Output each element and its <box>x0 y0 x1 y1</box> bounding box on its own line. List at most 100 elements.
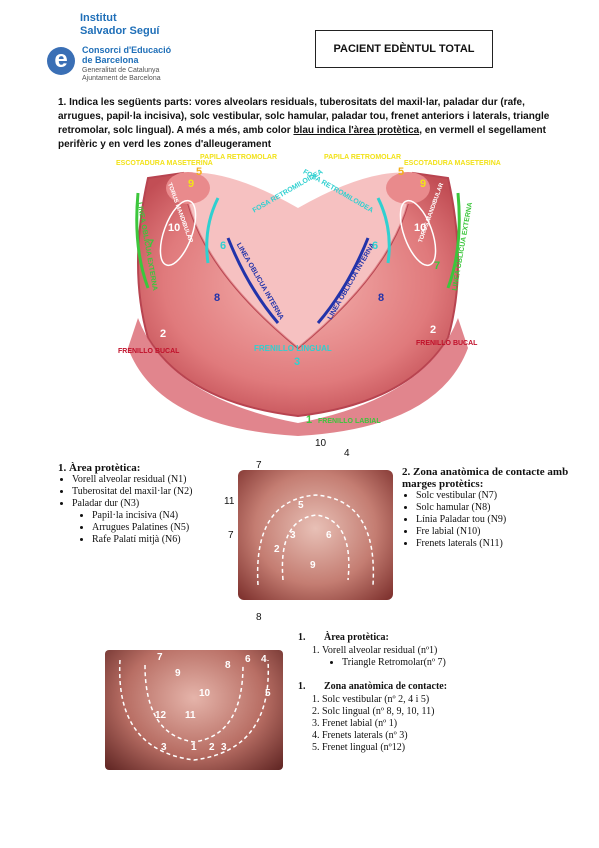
upper-right-list: 2. Zona anatòmica de contacte amb marges… <box>402 466 592 550</box>
retromylohyoid-line-left <box>205 197 220 264</box>
label-frenillo-bucal-right: FRENILLO BUCAL <box>416 340 478 347</box>
upper-item: Paladar dur (N3) <box>72 498 238 510</box>
lower-item2: Frenet labial (nº 1) <box>322 718 588 730</box>
lower-sub1: Triangle Retromolar(nº 7) <box>342 657 588 669</box>
inner-dash <box>281 514 350 581</box>
page-title: PACIENT EDÈNTUL TOTAL <box>315 30 493 68</box>
photo1-num-6: 6 <box>326 530 332 541</box>
photo2-num-3b: 3 <box>221 742 227 753</box>
label-frenillo-lingual: FRENILLO LINGUAL <box>254 344 332 353</box>
upper-subitem: Arrugues Palatines (N5) <box>92 522 238 534</box>
maxilla-outline <box>256 494 375 586</box>
num-5-right: 5 <box>398 166 405 178</box>
lower-list: 1.Àrea protètica: Vorell alveolar residu… <box>298 632 588 754</box>
mandible-photo: 7 9 8 6 4 10 5 12 11 3 1 2 3 <box>105 650 283 770</box>
upper-left-list: 1. Àrea protètica: Vorell alveolar resid… <box>58 462 238 546</box>
label-frenillo-bucal-left: FRENILLO BUCAL <box>118 348 180 355</box>
lingual-area <box>183 172 413 348</box>
num-3: 3 <box>294 356 301 368</box>
instructions-part1: 1. Indica les següents parts: vores alve… <box>58 97 550 136</box>
photo1-num-4: 4 <box>344 448 350 459</box>
photo2-num-8: 8 <box>225 660 231 671</box>
photo2-num-3a: 3 <box>161 742 167 753</box>
num-9-right: 9 <box>420 178 427 190</box>
denture-base <box>128 318 468 436</box>
institute-name: Institut Salvador Seguí <box>80 12 159 38</box>
upper-item2: Fre labial (N10) <box>416 526 592 538</box>
external-oblique-line-left <box>135 192 150 289</box>
consorci-logo: e <box>47 47 75 75</box>
photo2-num-1: 1 <box>191 742 197 753</box>
num-1: 1 <box>306 414 313 426</box>
upper-title2: 2. Zona anatòmica de contacte amb marges… <box>402 466 569 490</box>
upper-item2: Solc vestibular (N7) <box>416 490 592 502</box>
photo1-num-5: 5 <box>298 500 304 511</box>
retromolar-pad-left <box>166 172 210 204</box>
consorci-name: Consorci d'Educació de Barcelona <box>82 45 171 65</box>
upper-item: Tuberositat del maxil·lar (N2) <box>72 486 238 498</box>
photo1-num-11: 11 <box>224 496 235 507</box>
retromolar-pad-right <box>386 172 430 204</box>
photo2-num-4: 4 <box>261 654 267 665</box>
instructions: 1. Indica les següents parts: vores alve… <box>58 96 558 152</box>
label-papila-left: PAPILA RETROMOLAR <box>200 154 277 161</box>
torus-right <box>399 199 437 267</box>
lower-item2: Solc lingual (nº 8, 9, 10, 11) <box>322 706 588 718</box>
upper-item2: Frenets laterals (N11) <box>416 538 592 550</box>
maxilla-photo: 5 3 6 9 2 <box>238 470 393 600</box>
photo2-num-10: 10 <box>199 688 211 699</box>
lower-item2: Solc vestibular (nº 2, 4 i 5) <box>322 694 588 706</box>
institute-line1: Institut <box>80 12 117 24</box>
photo1-num-9: 9 <box>310 560 316 571</box>
upper-item: Vorell alveolar residual (N1) <box>72 474 238 486</box>
lower-title2-row: 1.Zona anatòmica de contacte: <box>298 681 448 692</box>
retromylohyoid-line-right <box>376 197 391 264</box>
num-2-right: 2 <box>430 324 437 336</box>
upper-item2: Línia Paladar tou (N9) <box>416 514 592 526</box>
num-8-left: 8 <box>214 292 221 304</box>
num-6-right: 6 <box>372 240 379 252</box>
upper-subitem: Rafe Palatí mitjà (N6) <box>92 534 238 546</box>
lower-title1-row: 1.Àrea protètica: <box>298 632 389 643</box>
photo1-num-2: 2 <box>274 544 280 555</box>
upper-subitem: Papil·la incisiva (N4) <box>92 510 238 522</box>
inner-dash-lower <box>144 664 244 743</box>
photo2-num-2: 2 <box>209 742 215 753</box>
consorci-line3: Generalitat de Catalunya <box>82 67 160 74</box>
lower-item2: Frenets laterals (nº 3) <box>322 730 588 742</box>
mandible-outline <box>118 659 270 761</box>
num-6-left: 6 <box>220 240 227 252</box>
num-8-right: 8 <box>378 292 385 304</box>
instructions-part2: , en vermell el segellament perifèric y … <box>58 125 546 150</box>
label-escotadura-right: ESCOTADURA MASETERINA <box>404 160 501 167</box>
lower-item2: Frenet lingual (nº12) <box>322 742 588 754</box>
label-escotadura-left: ESCOTADURA MASETERINA <box>116 160 213 167</box>
instructions-underline: blau indica l'àrea protètica <box>293 125 420 136</box>
external-oblique-line-right <box>446 192 461 289</box>
photo2-num-12: 12 <box>155 710 167 721</box>
photo2-num-11: 11 <box>185 710 196 721</box>
upper-item2: Solc hamular (N8) <box>416 502 592 514</box>
num-7-left: 7 <box>148 238 155 250</box>
mandible-diagram: ESCOTADURA MASETERINA ESCOTADURA MASETER… <box>108 148 501 438</box>
photo2-num-9: 9 <box>175 668 181 679</box>
photo1-num-7b: 7 <box>228 530 234 541</box>
label-frenillo-labial: FRENILLO LABIAL <box>318 418 381 425</box>
num-7-right: 7 <box>434 260 441 272</box>
photo2-num-5: 5 <box>265 688 271 699</box>
photo2-num-7: 7 <box>157 652 163 663</box>
outer-dash-lower <box>118 659 270 761</box>
num-2-left: 2 <box>160 328 167 340</box>
mandible-illustration <box>128 171 468 436</box>
num-5-left: 5 <box>196 166 203 178</box>
photo1-num-7a: 7 <box>256 460 262 471</box>
consorci-line4: Ajuntament de Barcelona <box>82 75 161 82</box>
photo1-num-8: 8 <box>256 612 262 623</box>
photo1-num-3: 3 <box>290 530 296 541</box>
photo2-num-6: 6 <box>245 654 251 665</box>
outer-dash <box>256 494 375 586</box>
num-9-left: 9 <box>188 178 195 190</box>
label-papila-right: PAPILA RETROMOLAR <box>324 154 401 161</box>
internal-oblique-line-left <box>226 237 280 324</box>
consorci-line1: Consorci d'Educació <box>82 45 172 55</box>
